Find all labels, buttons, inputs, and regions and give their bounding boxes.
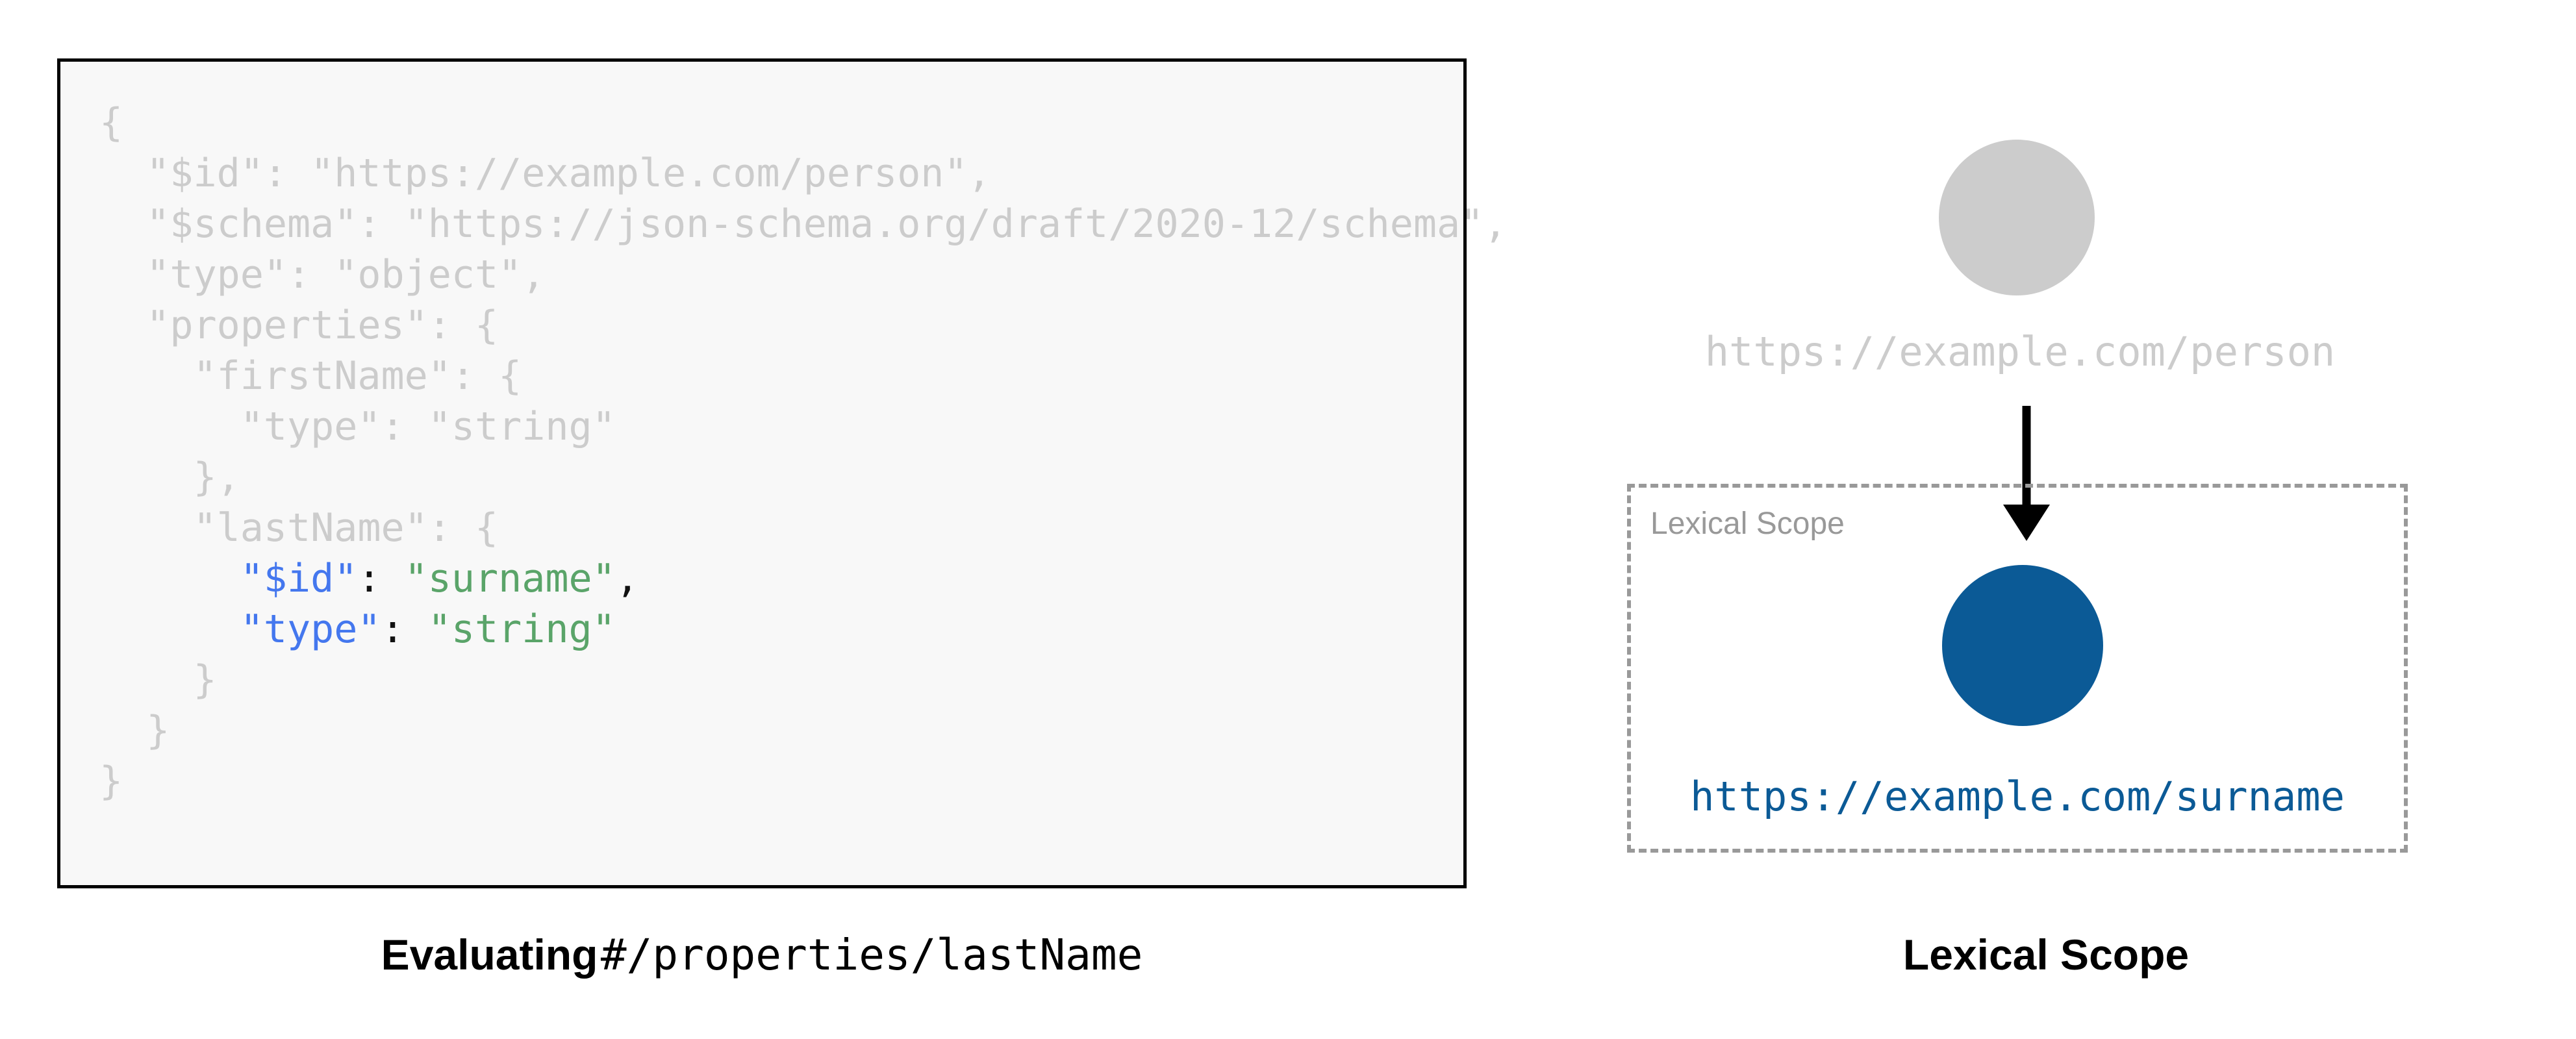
code-token-pun: : — [381, 607, 428, 652]
code-token-dim: "$schema": "https://json-schema.org/draf… — [146, 201, 1508, 247]
code-indent — [99, 607, 240, 652]
code-token-pun: : — [357, 556, 405, 601]
lexical-scope-diagram: https://example.com/person Lexical Scope… — [1559, 0, 2533, 922]
code-indent — [99, 657, 194, 703]
code-token-dim: } — [146, 708, 170, 753]
code-token-dim: "properties": { — [146, 303, 499, 348]
code-line: "type": "string" — [99, 604, 1507, 655]
code-line: "properties": { — [99, 300, 1507, 351]
code-line: } — [99, 705, 1507, 756]
code-line: "$id": "https://example.com/person", — [99, 148, 1507, 199]
code-indent — [99, 252, 146, 297]
code-token-dim: { — [99, 100, 123, 145]
code-indent — [99, 151, 146, 196]
code-indent — [99, 455, 194, 500]
right-caption: Lexical Scope — [1902, 931, 2190, 979]
code-line: { — [99, 97, 1507, 148]
left-caption-bold: Evaluating — [381, 931, 598, 979]
code-token-str: "string" — [427, 607, 616, 652]
code-token-str: "surname" — [404, 556, 616, 601]
code-token-dim: "$id": "https://example.com/person", — [146, 151, 991, 196]
lexical-scope-box-label: Lexical Scope — [1650, 507, 1845, 541]
code-panel: { "$id": "https://example.com/person", "… — [57, 58, 1507, 888]
inner-node-circle-icon — [1942, 565, 2103, 726]
code-token-dim: "type": "string" — [240, 404, 616, 449]
code-token-key: "type" — [240, 607, 381, 652]
code-indent — [99, 556, 240, 601]
left-caption: Evaluating #/properties/lastName — [57, 930, 1467, 980]
code-line: "firstName": { — [99, 351, 1507, 401]
code-line: } — [99, 655, 1507, 705]
code-line: "type": "object", — [99, 249, 1507, 300]
inner-node-label: https://example.com/surname — [1690, 773, 2345, 820]
code-line: "$schema": "https://json-schema.org/draf… — [99, 199, 1507, 249]
code-indent — [99, 303, 146, 348]
arrow-down-icon — [2003, 406, 2050, 541]
code-line: "type": "string" — [99, 401, 1507, 452]
code-indent — [99, 353, 194, 399]
code-indent — [99, 708, 146, 753]
code-token-dim: } — [193, 657, 217, 703]
code-indent — [99, 404, 240, 449]
code-token-dim: } — [99, 758, 123, 804]
code-listing: { "$id": "https://example.com/person", "… — [99, 97, 1507, 807]
code-line: "$id": "surname", — [99, 553, 1507, 604]
code-token-pun: , — [615, 556, 639, 601]
outer-node-circle-icon — [1939, 140, 2095, 295]
code-line: "lastName": { — [99, 503, 1507, 553]
left-caption-pointer: #/properties/lastName — [600, 930, 1143, 980]
code-indent — [99, 201, 146, 247]
code-token-dim: "lastName": { — [193, 505, 499, 551]
lexical-scope-box: Lexical Scope — [1627, 484, 2408, 853]
code-token-dim: "firstName": { — [193, 353, 522, 399]
code-indent — [99, 505, 194, 551]
code-token-dim: }, — [193, 455, 240, 500]
code-line: } — [99, 756, 1507, 807]
outer-node-label: https://example.com/person — [1704, 328, 2336, 375]
code-token-dim: "type": "object", — [146, 252, 546, 297]
code-line: }, — [99, 452, 1507, 503]
code-token-key: "$id" — [240, 556, 358, 601]
